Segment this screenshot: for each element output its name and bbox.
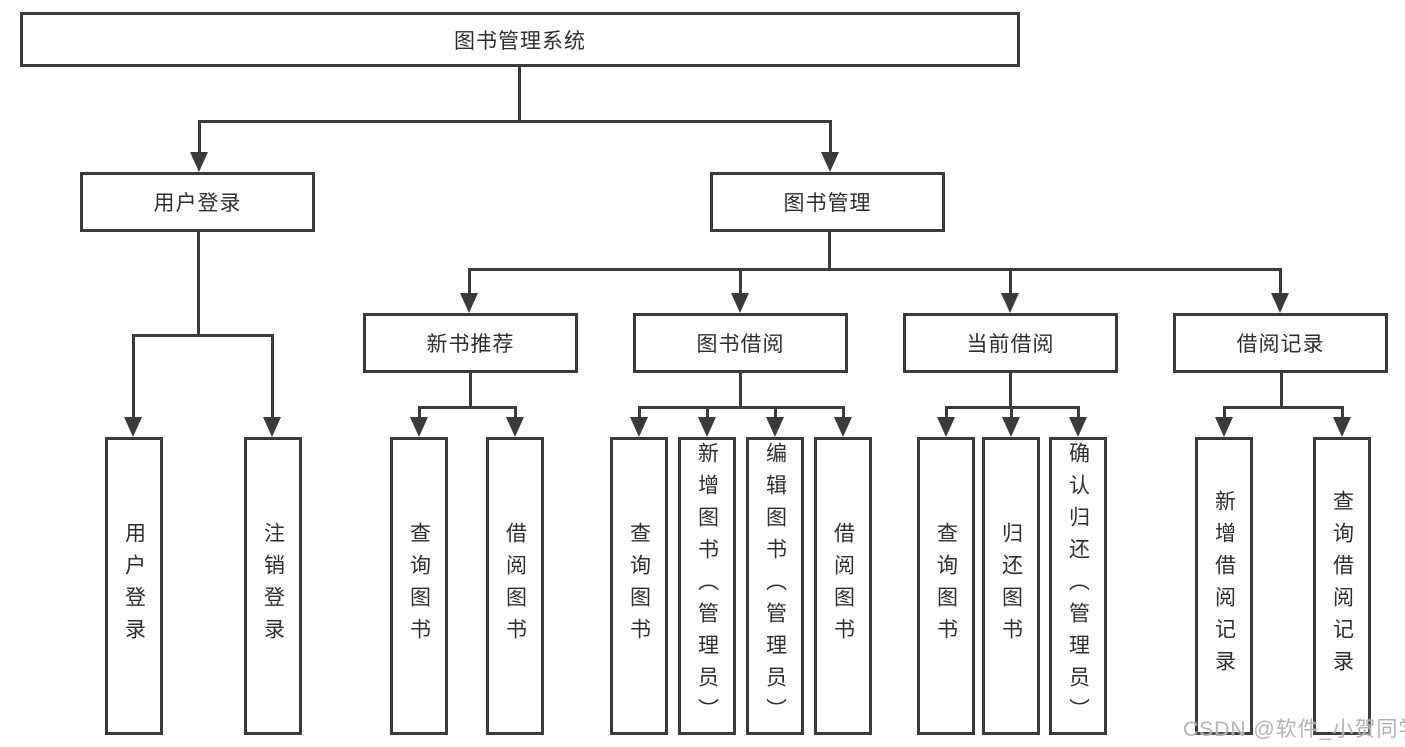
arrowhead-down-icon: [263, 417, 281, 437]
leaf-add-borrow-record: 新增借阅记录: [1195, 437, 1253, 735]
connector-line: [468, 268, 471, 295]
arrowhead-down-icon: [731, 293, 749, 313]
connector-line: [829, 120, 832, 154]
node-label: 确认归还（管理员）: [1066, 442, 1090, 730]
connector-line: [514, 406, 517, 419]
node-label: 用户登录: [153, 192, 242, 215]
node-label: 图书管理系统: [454, 29, 586, 53]
connector-line: [468, 268, 1282, 271]
leaf-borrow-books: 借阅图书: [814, 437, 872, 735]
connector-line: [1223, 406, 1344, 409]
node-label: 借阅记录: [1236, 333, 1325, 356]
leaf-query-books: 查询图书: [390, 437, 448, 735]
connector-line: [418, 406, 421, 419]
arrowhead-down-icon: [834, 417, 852, 437]
connector-line: [198, 120, 832, 123]
node-user-login-branch: 用户登录: [80, 172, 315, 232]
connector-line: [1077, 406, 1080, 419]
connector-line: [132, 334, 135, 418]
connector-line: [1279, 268, 1282, 295]
arrowhead-down-icon: [937, 417, 955, 437]
connector-line: [638, 406, 641, 419]
connector-line: [1010, 406, 1013, 419]
connector-line: [198, 120, 201, 154]
arrowhead-down-icon: [1333, 417, 1351, 437]
connector-line: [1280, 373, 1283, 409]
connector-line: [132, 334, 274, 337]
connector-line: [945, 406, 948, 419]
leaf-borrow-books: 借阅图书: [486, 437, 544, 735]
arrowhead-down-icon: [1271, 293, 1289, 313]
node-label: 新增图书（管理员）: [695, 442, 719, 730]
node-book-management-branch: 图书管理: [710, 172, 945, 232]
arrowhead-down-icon: [1069, 417, 1087, 437]
leaf-user-login: 用户登录: [105, 437, 163, 735]
connector-line: [706, 406, 709, 419]
connector-line: [1009, 268, 1012, 295]
node-label: 归还图书: [999, 522, 1023, 650]
node-label: 当前借阅: [966, 333, 1055, 356]
arrowhead-down-icon: [460, 293, 478, 313]
node-borrowing-records: 借阅记录: [1173, 313, 1388, 373]
leaf-query-books: 查询图书: [610, 437, 668, 735]
node-label: 借阅图书: [831, 522, 855, 650]
connector-line: [418, 406, 517, 409]
node-label: 新书推荐: [426, 333, 515, 356]
arrowhead-down-icon: [630, 417, 648, 437]
arrowhead-down-icon: [1215, 417, 1233, 437]
arrowhead-down-icon: [698, 417, 716, 437]
node-label: 用户登录: [122, 522, 146, 650]
connector-line: [1341, 406, 1344, 419]
connector-line: [638, 406, 845, 409]
connector-line: [271, 334, 274, 418]
connector-line: [518, 67, 521, 120]
leaf-confirm-return-admin: 确认归还（管理员）: [1049, 437, 1107, 735]
connector-line: [774, 406, 777, 419]
node-label: 查询借阅记录: [1330, 490, 1354, 682]
arrowhead-down-icon: [1001, 293, 1019, 313]
arrowhead-down-icon: [506, 417, 524, 437]
connector-line: [1009, 373, 1012, 409]
arrowhead-down-icon: [1002, 417, 1020, 437]
connector-line: [739, 373, 742, 409]
node-label: 新增借阅记录: [1212, 490, 1236, 682]
leaf-logout: 注销登录: [244, 437, 302, 735]
node-label: 查询图书: [934, 522, 958, 650]
leaf-return-books: 归还图书: [982, 437, 1040, 735]
watermark: CSDN @软件_小贺同学: [1183, 718, 1405, 741]
node-label: 注销登录: [261, 522, 285, 650]
leaf-query-books: 查询图书: [917, 437, 975, 735]
node-new-book-recommendation: 新书推荐: [363, 313, 578, 373]
node-label: 图书管理: [783, 192, 872, 215]
leaf-query-borrow-record: 查询借阅记录: [1313, 437, 1371, 735]
connector-line: [469, 373, 472, 409]
node-label: 借阅图书: [503, 522, 527, 650]
connector-line: [739, 268, 742, 295]
node-label: 编辑图书（管理员）: [763, 442, 787, 730]
arrowhead-down-icon: [410, 417, 428, 437]
arrowhead-down-icon: [190, 152, 208, 172]
arrowhead-down-icon: [821, 152, 839, 172]
node-current-borrowing: 当前借阅: [903, 313, 1118, 373]
node-library-management-system: 图书管理系统: [20, 12, 1020, 67]
leaf-edit-books-admin: 编辑图书（管理员）: [746, 437, 804, 735]
connector-line: [842, 406, 845, 419]
leaf-add-books-admin: 新增图书（管理员）: [678, 437, 736, 735]
node-label: 图书借阅: [696, 333, 785, 356]
arrowhead-down-icon: [124, 417, 142, 437]
node-book-borrowing: 图书借阅: [633, 313, 848, 373]
node-label: 查询图书: [627, 522, 651, 650]
arrowhead-down-icon: [766, 417, 784, 437]
connector-line: [197, 232, 200, 337]
connector-line: [1223, 406, 1226, 419]
connector-line: [828, 232, 831, 271]
node-label: 查询图书: [407, 522, 431, 650]
